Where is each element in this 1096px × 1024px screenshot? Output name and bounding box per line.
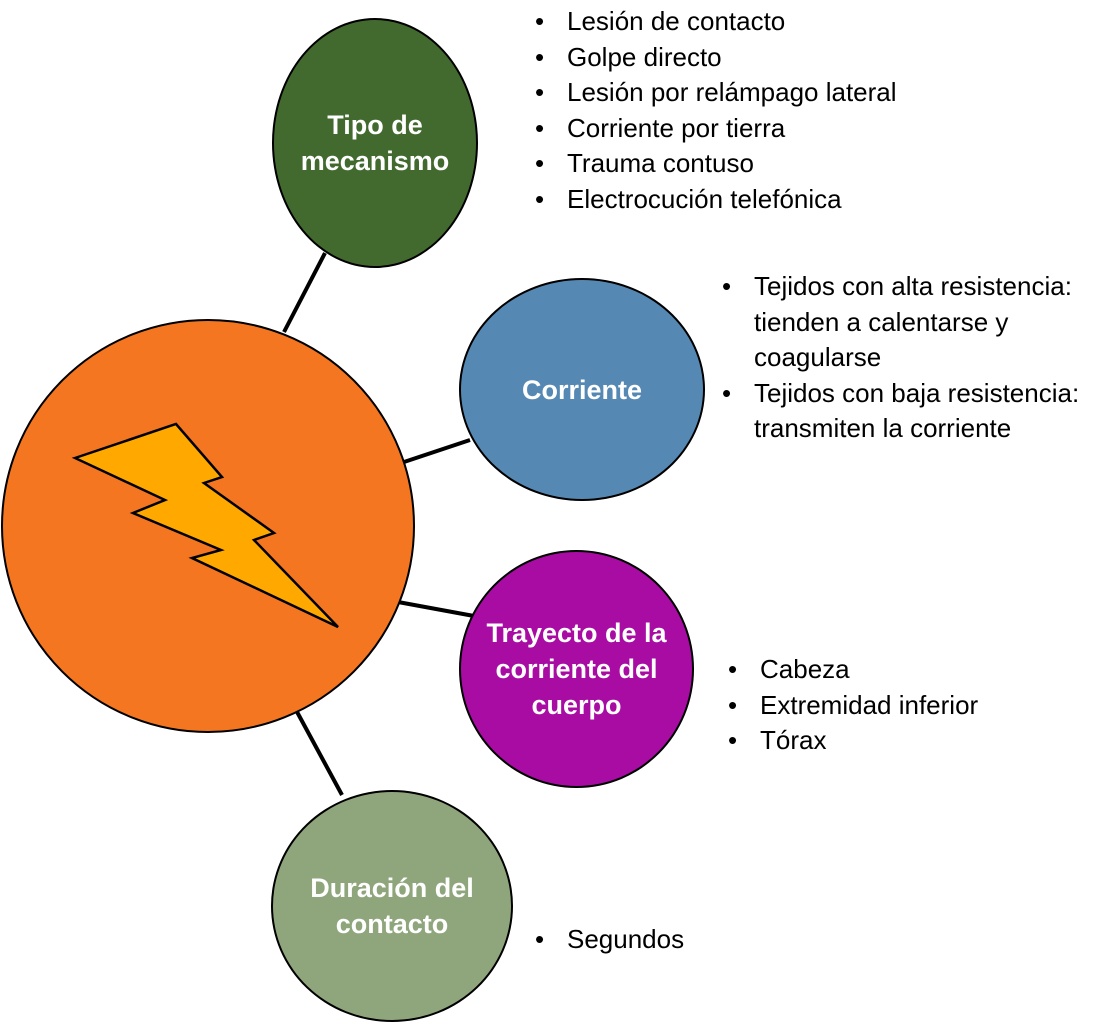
list-item: Trauma contuso <box>535 146 897 182</box>
lightning-bolt-icon <box>71 422 339 629</box>
list-item: Tejidos con alta resistencia: tienden a … <box>722 269 1082 376</box>
branch-node-current: Corriente <box>459 278 705 501</box>
list-item: Tejidos con baja resistencia: transmiten… <box>722 376 1082 447</box>
connector-line <box>282 252 327 333</box>
list-item: Segundos <box>535 922 684 958</box>
list-item: Lesión por relámpago lateral <box>535 75 897 111</box>
connector-line <box>397 600 475 618</box>
branch-list-current: Tejidos con alta resistencia: tienden a … <box>722 269 1082 447</box>
branch-node-mechanism: Tipo de mecanismo <box>272 18 478 268</box>
branch-list-path: Cabeza Extremidad inferior Tórax <box>728 652 978 759</box>
connector-line <box>294 709 344 796</box>
list-item: Electrocución telefónica <box>535 182 897 218</box>
list-item: Cabeza <box>728 652 978 688</box>
list-item: Golpe directo <box>535 40 897 76</box>
list-item: Extremidad inferior <box>728 688 978 724</box>
branch-node-path: Trayecto de la corriente del cuerpo <box>459 550 694 788</box>
branch-list-duration: Segundos <box>535 922 684 958</box>
branch-list-mechanism: Lesión de contacto Golpe directo Lesión … <box>535 4 897 217</box>
list-item: Tórax <box>728 723 978 759</box>
connector-line <box>403 438 471 464</box>
branch-node-duration: Duración del contacto <box>271 790 513 1022</box>
list-item: Lesión de contacto <box>535 4 897 40</box>
list-item: Corriente por tierra <box>535 111 897 147</box>
